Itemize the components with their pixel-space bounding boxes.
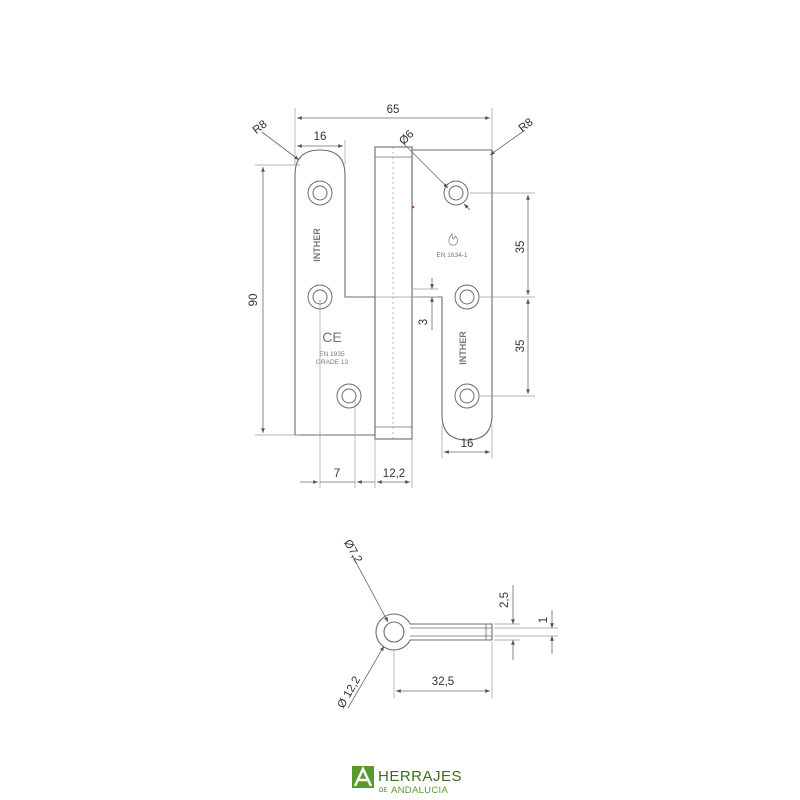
pin-shaft xyxy=(410,623,493,641)
dim-total-height: 90 xyxy=(248,294,260,307)
flame-icon xyxy=(448,232,459,246)
right-leaf xyxy=(411,149,493,441)
herrajes-logo: HERRAJES DE ANDALUCIA xyxy=(352,766,462,796)
brand-stamp-left: INTHER xyxy=(312,228,322,262)
dim-right-leaf-width: 16 xyxy=(461,438,474,450)
dim-step: 3 xyxy=(418,319,430,325)
dim-pin-inner-diameter: Ø7,2 xyxy=(341,538,364,566)
dim-hole-spacing-top: 35 xyxy=(515,241,527,254)
dim-pin-thickness: 2,5 xyxy=(499,592,511,608)
dim-radius-left: R8 xyxy=(251,118,270,137)
dim-total-width: 65 xyxy=(387,104,400,116)
en1935-stamp: EN 1935 xyxy=(319,351,345,358)
dim-left-leaf-width: 16 xyxy=(314,131,327,143)
dim-hole-offset: 7 xyxy=(334,468,340,480)
logo-line2-prefix: DE xyxy=(379,788,387,794)
en1634-stamp: EN 1634-1 xyxy=(436,252,467,259)
dim-knuckle-width: 12,2 xyxy=(383,468,405,480)
dim-hole-diameter: Ø6 xyxy=(397,128,416,147)
left-leaf xyxy=(294,149,376,436)
dim-pin-length: 32,5 xyxy=(432,676,454,688)
grade-stamp: GRADE 13 xyxy=(316,359,349,366)
pin-detail: Ø7,2 Ø 12,2 32,5 2,5 1 xyxy=(336,538,558,710)
hinge-body: INTHER CE EN 1935 GRADE 13 EN 1634-1 INT… xyxy=(294,146,493,441)
dim-pin-step: 1 xyxy=(538,617,550,623)
screw-hole-left-middle xyxy=(307,284,333,310)
screw-hole-left-top xyxy=(307,180,333,206)
knuckle xyxy=(374,146,413,440)
screw-hole-right-top xyxy=(443,180,469,206)
dim-hole-spacing-bottom: 35 xyxy=(515,340,527,353)
pin-ring-inner xyxy=(383,621,405,643)
logo-line2: ANDALUCIA xyxy=(391,785,448,796)
brand-stamp-right: INTHER xyxy=(458,331,468,365)
screw-hole-right-middle xyxy=(454,284,480,310)
ce-mark: CE xyxy=(322,329,341,345)
logo-line1: HERRAJES xyxy=(378,768,462,785)
screw-hole-left-bottom xyxy=(336,383,362,409)
dim-radius-right: R8 xyxy=(517,116,536,135)
screw-hole-right-bottom xyxy=(454,383,480,409)
center-mark xyxy=(411,205,415,209)
